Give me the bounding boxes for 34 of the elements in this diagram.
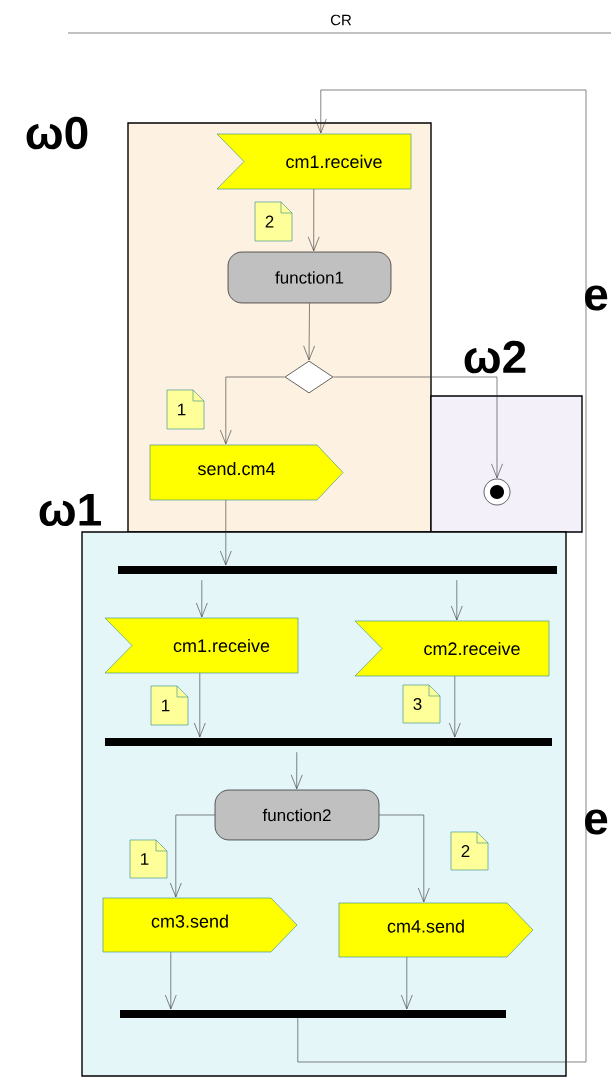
arrow — [401, 956, 413, 1010]
arrow — [297, 89, 587, 1063]
title-text: CR — [330, 14, 352, 26]
arrow — [303, 303, 315, 361]
arrow — [451, 579, 463, 621]
action-box: function2 — [214, 789, 380, 841]
region-letter: e — [585, 809, 608, 835]
sync-bar — [118, 566, 557, 574]
arrow — [449, 675, 461, 738]
send-signal: cm3.send — [102, 897, 298, 953]
sync-bar — [120, 1010, 506, 1018]
region-heading: ω2 — [464, 340, 526, 374]
decision-diamond — [284, 360, 334, 394]
arrow — [194, 672, 206, 738]
final-node — [483, 478, 511, 506]
receive-signal: cm2.receive — [354, 620, 550, 677]
receive-signal: cm1.receive — [104, 617, 299, 674]
arrow — [307, 188, 320, 252]
arrow — [165, 951, 177, 1010]
region-letter: e — [585, 285, 608, 311]
arrow — [379, 814, 430, 903]
arrow — [220, 499, 232, 566]
send-signal: cm4.send — [338, 902, 534, 958]
arrow — [220, 376, 285, 445]
send-signal: send.cm4 — [149, 444, 344, 501]
action-box: function1 — [227, 251, 392, 304]
arrow — [333, 376, 503, 479]
arrow — [170, 814, 215, 898]
region-heading: ω0 — [26, 116, 88, 150]
arrow — [290, 751, 303, 790]
sync-bar — [105, 738, 552, 746]
receive-signal: cm1.receive — [216, 133, 412, 190]
arrow — [196, 579, 208, 618]
region-heading: ω1 — [39, 493, 101, 527]
